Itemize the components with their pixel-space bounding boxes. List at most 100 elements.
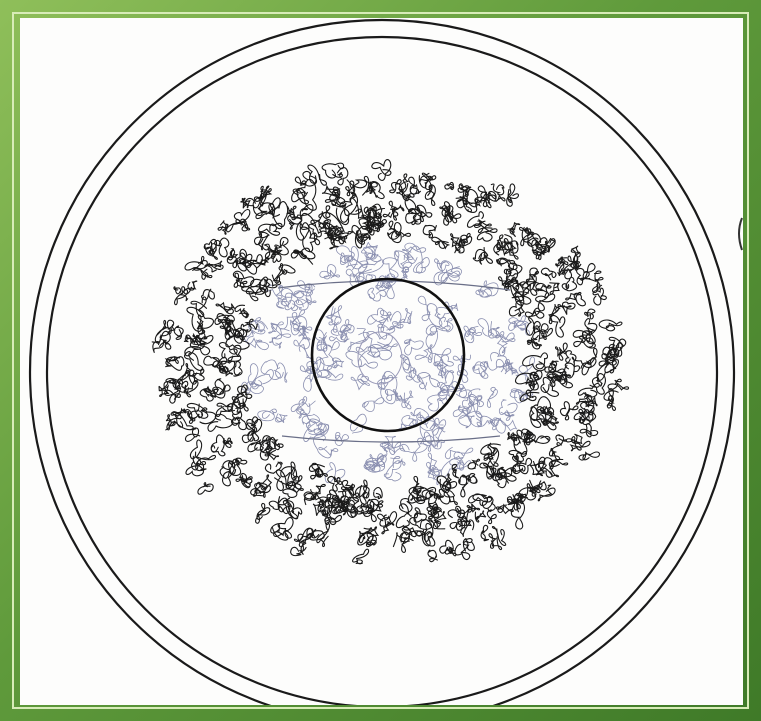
curl-stroke xyxy=(488,191,505,201)
curl-stroke xyxy=(388,221,401,239)
curl-stroke xyxy=(383,201,397,220)
curl-stroke xyxy=(236,219,250,231)
curl-stroke xyxy=(174,287,181,294)
curl-stroke xyxy=(264,186,271,197)
curl-stroke xyxy=(167,320,174,334)
curl-stroke xyxy=(476,288,492,298)
curl-stroke xyxy=(593,277,603,292)
curl-stroke xyxy=(250,258,269,266)
curl-stroke xyxy=(202,289,215,300)
curl-stroke xyxy=(404,339,423,355)
curl-stroke xyxy=(299,399,315,415)
curl-stroke xyxy=(566,439,590,451)
curl-stroke xyxy=(428,550,438,561)
curl-stroke xyxy=(396,514,411,528)
curl-stroke xyxy=(305,284,315,303)
curl-stroke xyxy=(241,319,257,332)
curl-stroke xyxy=(525,308,543,318)
curl-stroke xyxy=(348,246,368,269)
curl-stroke xyxy=(452,464,459,478)
curl-stroke xyxy=(294,326,310,340)
curl-stroke xyxy=(599,320,622,331)
curl-stroke xyxy=(300,227,319,252)
curl-stroke xyxy=(329,317,341,332)
curl-stroke xyxy=(391,456,405,467)
curl-stroke xyxy=(491,184,504,195)
curl-stroke xyxy=(423,225,436,238)
curl-stroke xyxy=(399,499,412,514)
curl-stroke xyxy=(159,382,168,397)
curl-stroke xyxy=(541,268,556,280)
curl-stroke xyxy=(414,476,421,495)
curl-stroke xyxy=(292,205,313,220)
curl-stroke xyxy=(487,387,497,407)
curl-stroke xyxy=(523,353,548,371)
curl-stroke xyxy=(492,527,505,546)
curl-stroke xyxy=(473,248,492,264)
curl-stroke xyxy=(580,424,597,437)
drawing-paper xyxy=(20,18,743,705)
curl-stroke xyxy=(417,372,439,389)
curl-stroke xyxy=(235,305,248,318)
curl-stroke xyxy=(256,503,270,523)
curl-stroke xyxy=(462,409,482,427)
curl-stroke xyxy=(341,320,351,343)
curl-stroke xyxy=(478,319,494,337)
curl-stroke xyxy=(475,511,486,522)
curl-stroke xyxy=(275,414,287,423)
curl-stroke xyxy=(317,341,339,351)
curl-stroke xyxy=(530,457,544,475)
curl-stroke xyxy=(294,338,312,359)
curl-stroke xyxy=(508,263,521,276)
curl-stroke xyxy=(418,296,442,326)
curl-stroke xyxy=(560,402,577,420)
curl-stroke xyxy=(462,474,477,484)
curl-stroke xyxy=(496,505,513,514)
curl-stroke xyxy=(232,417,247,429)
curl-stroke xyxy=(228,345,241,361)
curl-stroke xyxy=(514,494,525,510)
curl-stroke xyxy=(477,227,497,241)
curl-stroke xyxy=(258,409,277,421)
curl-stroke xyxy=(281,462,295,480)
curl-stroke xyxy=(573,319,597,338)
curl-stroke xyxy=(501,410,514,420)
curl-stroke xyxy=(579,452,599,460)
curl-stroke xyxy=(430,326,450,335)
curl-stroke xyxy=(220,326,239,340)
curl-stroke xyxy=(218,221,228,235)
curl-stroke xyxy=(455,542,470,560)
curl-stroke xyxy=(166,415,175,430)
curl-stroke xyxy=(216,303,235,314)
curl-stroke xyxy=(404,308,412,323)
curl-stroke xyxy=(272,264,284,285)
curl-stroke xyxy=(558,302,575,314)
curl-stroke xyxy=(549,446,559,460)
curl-stroke xyxy=(351,374,369,389)
curl-stroke xyxy=(333,168,348,185)
curl-stroke xyxy=(338,480,354,492)
curl-stroke xyxy=(582,348,597,374)
curl-stroke xyxy=(174,326,183,339)
curl-stroke xyxy=(474,220,491,228)
curl-stroke xyxy=(328,476,342,491)
curl-stroke xyxy=(445,447,473,469)
curl-stroke xyxy=(439,317,453,331)
curl-stroke xyxy=(255,232,269,250)
curl-stroke xyxy=(372,160,391,181)
curl-stroke xyxy=(445,182,454,189)
curl-stroke xyxy=(395,251,413,268)
curl-stroke xyxy=(208,414,233,431)
curl-stroke xyxy=(550,316,565,338)
curl-stroke xyxy=(265,462,282,474)
curl-stroke xyxy=(308,165,327,185)
curl-stroke xyxy=(269,335,281,348)
curl-stroke xyxy=(415,345,432,363)
curl-stroke xyxy=(290,313,301,330)
curl-stroke xyxy=(184,281,197,294)
curl-stroke xyxy=(536,283,551,292)
curl-stroke xyxy=(572,434,582,443)
curl-stroke xyxy=(277,298,288,308)
curl-stroke xyxy=(194,268,212,280)
curl-stroke xyxy=(519,357,534,381)
